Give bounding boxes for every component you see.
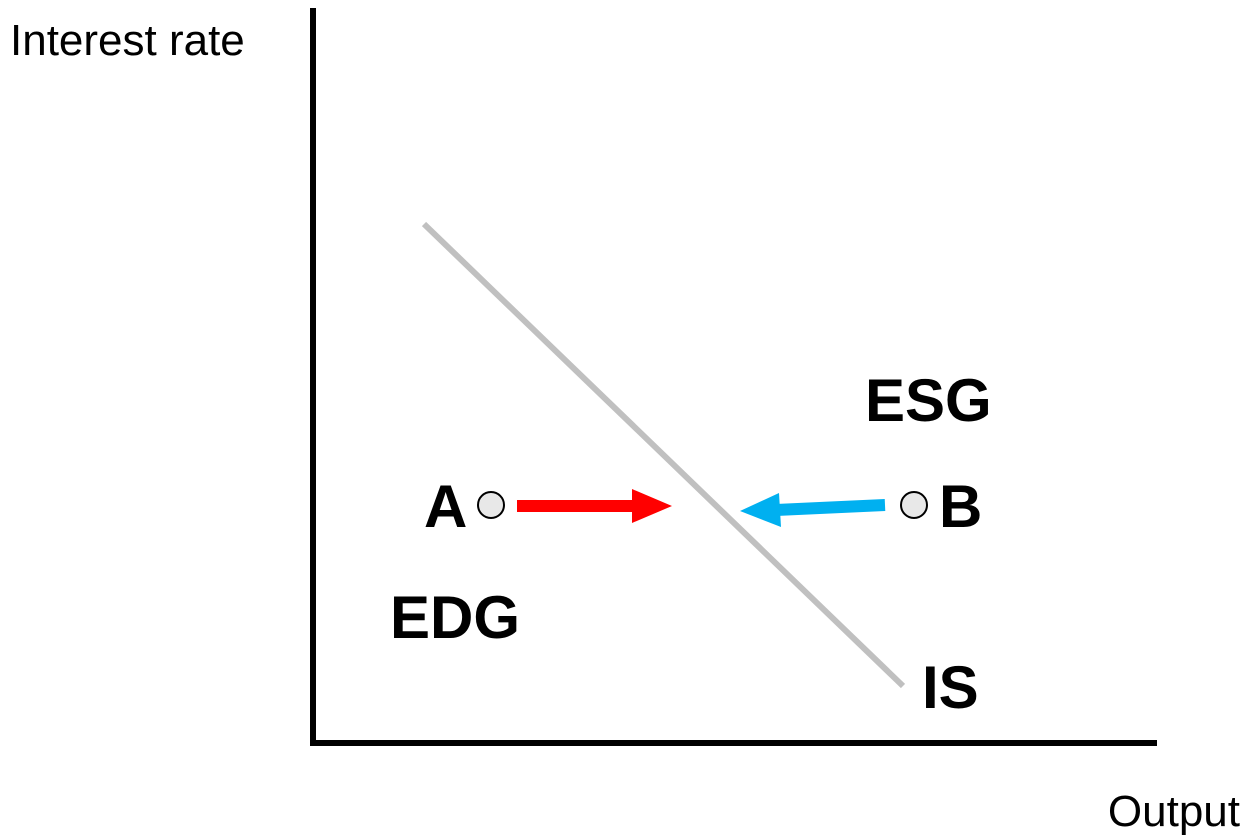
arrow-right-icon — [517, 489, 672, 523]
y-axis-label: Interest rate — [10, 16, 245, 65]
arrow-a-head — [632, 489, 672, 523]
point-b-marker — [900, 491, 928, 519]
arrow-left-icon — [740, 493, 886, 527]
point-a-marker — [477, 491, 505, 519]
is-curve-label: IS — [922, 654, 979, 721]
x-axis-label: Output — [1108, 787, 1240, 836]
region-label-esg: ESG — [865, 367, 992, 434]
arrow-b-shaft — [775, 499, 886, 516]
region-label-edg: EDG — [390, 584, 520, 651]
point-a-label: A — [424, 473, 467, 540]
arrow-b-head — [740, 493, 781, 527]
point-b-label: B — [939, 473, 982, 540]
is-curve — [421, 221, 906, 689]
